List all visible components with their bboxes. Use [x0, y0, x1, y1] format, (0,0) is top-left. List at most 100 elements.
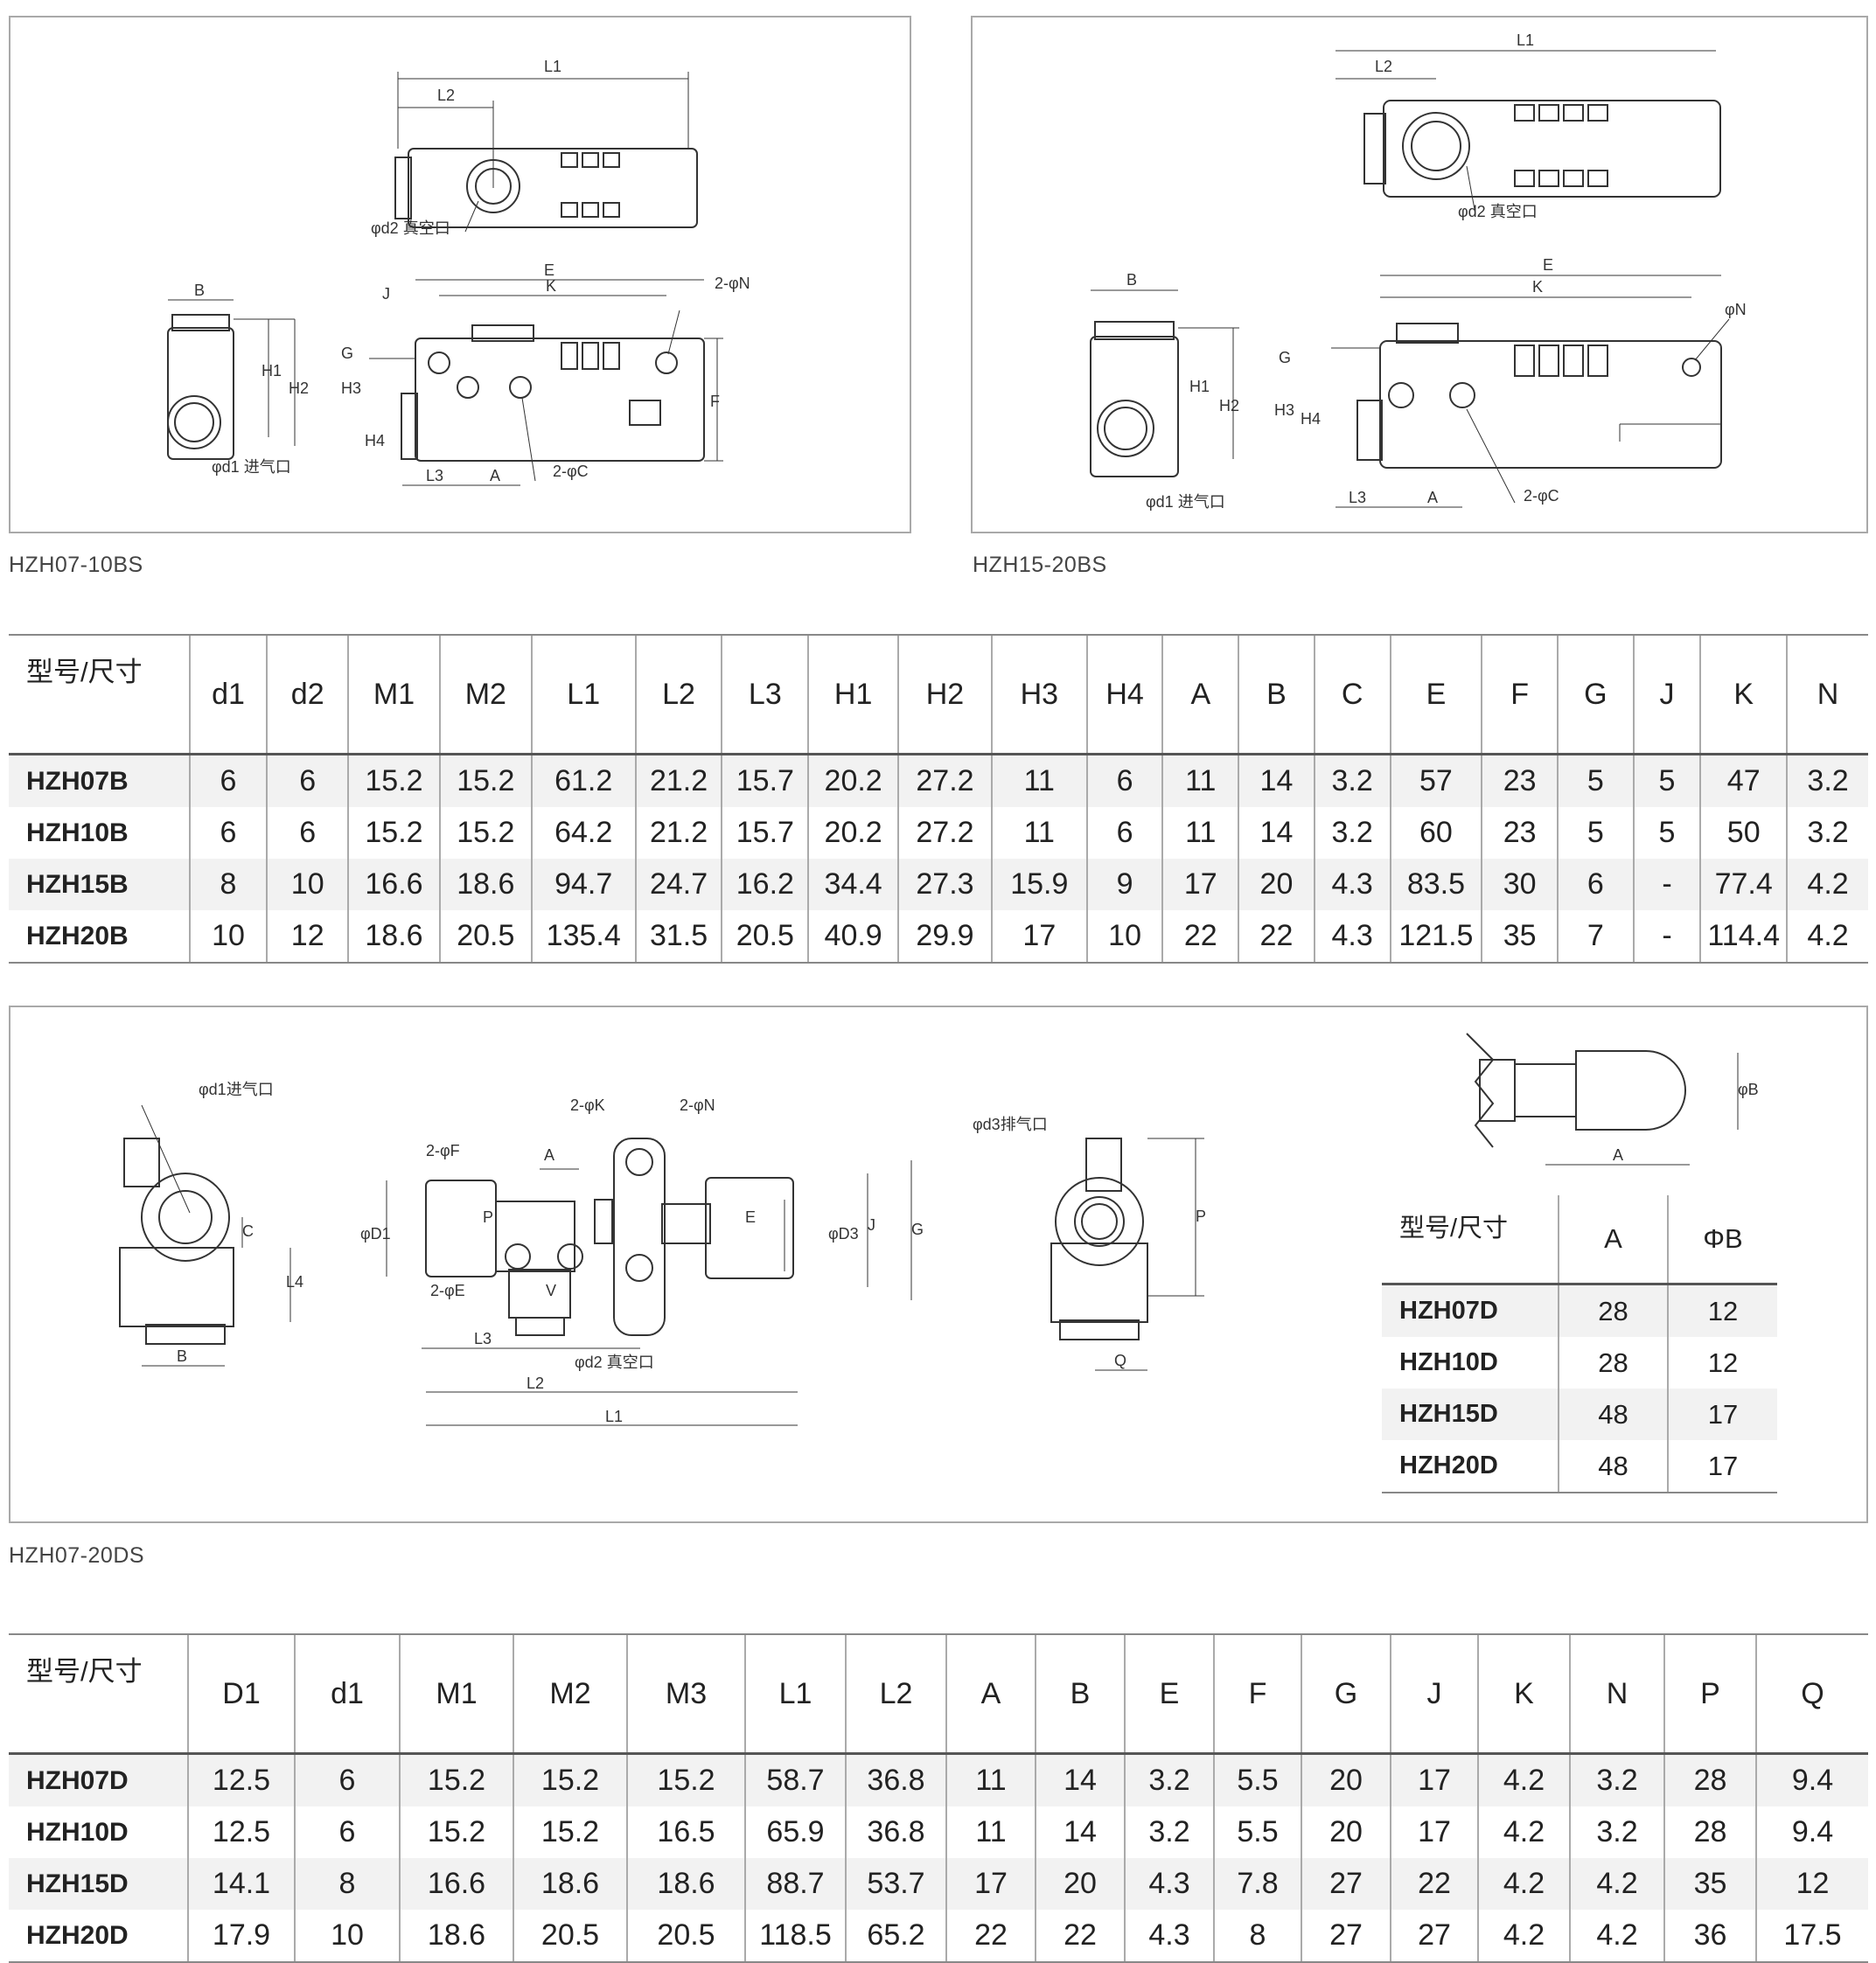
label-l3: L3	[474, 1330, 492, 1347]
cell: 35	[1663, 1858, 1756, 1910]
cell: 15.2	[438, 754, 532, 807]
label-d3-big: φD3	[828, 1225, 859, 1243]
cell: 14	[1238, 754, 1315, 807]
cell: 60	[1389, 807, 1482, 859]
cell: 36	[1663, 1910, 1756, 1963]
header-cell: L2	[845, 1633, 946, 1755]
label-a: A	[544, 1146, 554, 1164]
marker-e: E	[745, 1208, 756, 1226]
cell: 18.6	[438, 859, 532, 910]
label-d1: φd1 进气口	[212, 458, 291, 476]
label-e: E	[544, 261, 554, 279]
cell: 30	[1481, 859, 1559, 910]
label-k: 2-φK	[570, 1096, 605, 1114]
header-cell: L1	[530, 634, 636, 755]
cell: 3.2	[1786, 807, 1868, 859]
cell: 88.7	[744, 1858, 846, 1910]
header-cell: L3	[721, 634, 809, 755]
cell: 36.8	[845, 1753, 946, 1806]
header-cell: M3	[626, 1633, 745, 1755]
header-cell: A	[1161, 634, 1239, 755]
cell: 17.9	[187, 1910, 295, 1963]
header-cell: 型号/尺寸	[9, 634, 190, 755]
cell: 114.4	[1699, 910, 1788, 964]
cell: 64.2	[530, 807, 636, 859]
label-d2: φd2 真空口	[371, 219, 450, 237]
cell: 28	[1663, 1806, 1756, 1858]
cell: 5	[1557, 807, 1634, 859]
cell: -	[1632, 859, 1701, 910]
cell: 14	[1035, 1753, 1125, 1806]
cell: 4.3	[1124, 1858, 1214, 1910]
drawing-hzh07-10bs: L1 L2 φd2 真空口 B E K J 2-φN G H1 H2 H3 H4…	[167, 58, 750, 486]
header-cell: E	[1124, 1633, 1214, 1755]
cell: 16.5	[626, 1806, 745, 1858]
header-cell: ΦB	[1667, 1195, 1777, 1285]
cell: 15.2	[513, 1753, 627, 1806]
label-l4: L4	[286, 1273, 303, 1291]
label-p: P	[1196, 1208, 1206, 1225]
label-g: G	[1279, 349, 1291, 366]
cell: HZH15D	[1382, 1389, 1559, 1440]
cell: 6	[1557, 859, 1634, 910]
cell: 3.2	[1313, 807, 1391, 859]
drawing-hzh07-20ds: φd1进气口 C L4 B 2-φK 2-φN 2-φF A φD1 φD3 J…	[119, 1033, 1759, 1426]
cell: 31.5	[634, 910, 722, 964]
cell: 6	[1085, 754, 1163, 807]
cell: 15.2	[626, 1753, 745, 1806]
cell: 6	[1085, 807, 1163, 859]
cell: 8	[1213, 1910, 1301, 1963]
label-e: E	[1543, 256, 1553, 274]
header-cell: D1	[187, 1633, 295, 1755]
cell: 18.6	[626, 1858, 745, 1910]
cell: 11	[1161, 754, 1239, 807]
cell: 5	[1557, 754, 1634, 807]
cell: 27.2	[897, 807, 992, 859]
cell: 17.5	[1755, 1910, 1868, 1963]
cell: 28	[1558, 1337, 1668, 1389]
cell: 4.2	[1786, 859, 1868, 910]
label-q: Q	[1114, 1352, 1126, 1369]
cell: 27	[1301, 1858, 1391, 1910]
header-cell: H2	[897, 634, 992, 755]
cell: 17	[1161, 859, 1239, 910]
cell: 4.2	[1569, 1910, 1664, 1963]
cell: 4.3	[1313, 910, 1391, 964]
cell: 17	[1667, 1440, 1777, 1493]
cell: 9	[1085, 859, 1163, 910]
cell: 48	[1558, 1440, 1668, 1493]
header-cell: H1	[807, 634, 899, 755]
cell: 10	[266, 859, 349, 910]
label-h1: H1	[1189, 378, 1210, 395]
cell: 8	[294, 1858, 400, 1910]
cell: HZH20D	[9, 1910, 188, 1963]
label-d3: φd3排气口	[973, 1116, 1048, 1133]
cell: 17	[990, 910, 1087, 964]
cell: 22	[945, 1910, 1036, 1963]
cell: 3.2	[1124, 1753, 1214, 1806]
label-n: 2-φN	[680, 1096, 715, 1114]
cell: 14.1	[187, 1858, 295, 1910]
cell: 14	[1035, 1806, 1125, 1858]
label-h2: H2	[289, 379, 309, 397]
cell: 135.4	[530, 910, 636, 964]
header-cell: 型号/尺寸	[9, 1633, 188, 1755]
label-k: K	[1532, 278, 1543, 296]
cell: 27.3	[897, 859, 992, 910]
cell: 20	[1035, 1858, 1125, 1910]
marker-p: P	[483, 1208, 493, 1226]
label-n: 2-φN	[715, 275, 750, 292]
cell: 20.2	[807, 807, 899, 859]
cell: 5.5	[1213, 1806, 1301, 1858]
label-a: A	[490, 467, 500, 484]
cell: 53.7	[845, 1858, 946, 1910]
cell: 34.4	[807, 859, 899, 910]
cell: 27	[1301, 1910, 1391, 1963]
label-l3: L3	[426, 467, 443, 484]
cell: HZH15D	[9, 1858, 188, 1910]
cell: HZH20B	[9, 910, 190, 964]
